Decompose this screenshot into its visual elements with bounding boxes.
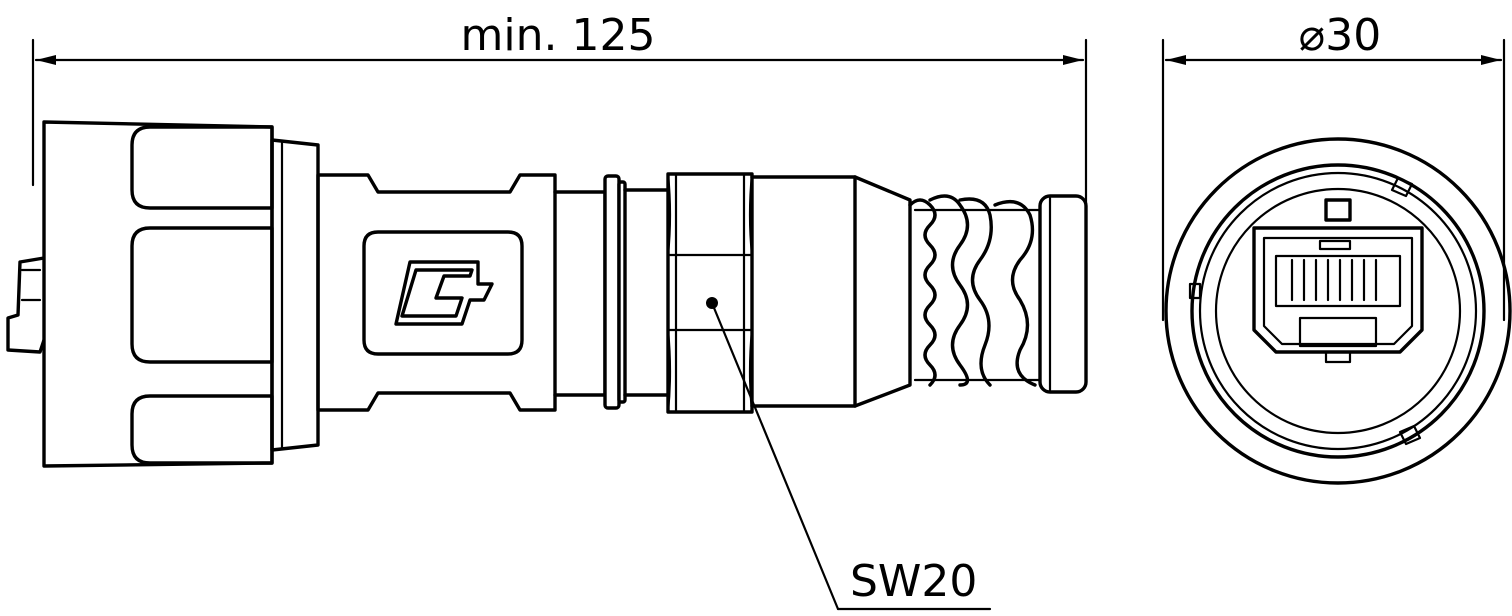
outer-ring [1164,137,1512,485]
collar-ring [270,138,320,452]
cable-spring [908,194,1042,387]
diameter-label: ⌀30 [1299,10,1382,61]
socket-latch-window [1298,316,1378,348]
wrench-size-label: SW20 [850,556,977,607]
neck [553,190,607,397]
ring-notch-bottom [1398,424,1422,446]
housing-body [316,173,557,412]
latch-clip [6,256,46,354]
inner-ring-3 [1214,187,1462,435]
company-logo-icon [394,260,494,326]
rj45-socket [1252,198,1424,364]
socket-contacts [1290,258,1378,302]
length-label: min. 125 [461,10,656,61]
diameter-dimension: ⌀30 [1161,10,1506,322]
connector-front-view [1164,137,1512,485]
inner-ring-1 [1190,163,1486,459]
length-dimension: min. 125 [31,10,1088,207]
grip-rib-bottom [130,394,274,465]
logo-plate [362,230,524,356]
grip-rib-middle [130,226,274,364]
shaft-edges [623,188,670,397]
coupling-grip [42,120,274,468]
diameter-symbol: ⌀ [1299,10,1326,61]
socket-top-tab [1324,198,1352,222]
wrench-size-callout: SW20 [710,301,992,611]
inner-ring-2 [1198,171,1478,451]
socket-inner-frame [1262,236,1414,346]
tapered-cap [750,175,912,408]
ring-notch-left [1188,282,1202,300]
socket-opening [1274,254,1402,308]
socket-key [1318,239,1352,251]
diameter-value: 30 [1325,10,1381,61]
socket-frame [1252,226,1424,354]
cable-end-cap [1038,194,1088,394]
leader-line [710,301,840,611]
washer-rings [603,174,627,410]
ring-notch-top [1390,176,1414,198]
hex-nut [666,172,754,414]
connector-side-view: SW20 [6,120,1088,611]
grip-rib-top [130,125,274,210]
socket-bottom-tab [1324,350,1352,364]
